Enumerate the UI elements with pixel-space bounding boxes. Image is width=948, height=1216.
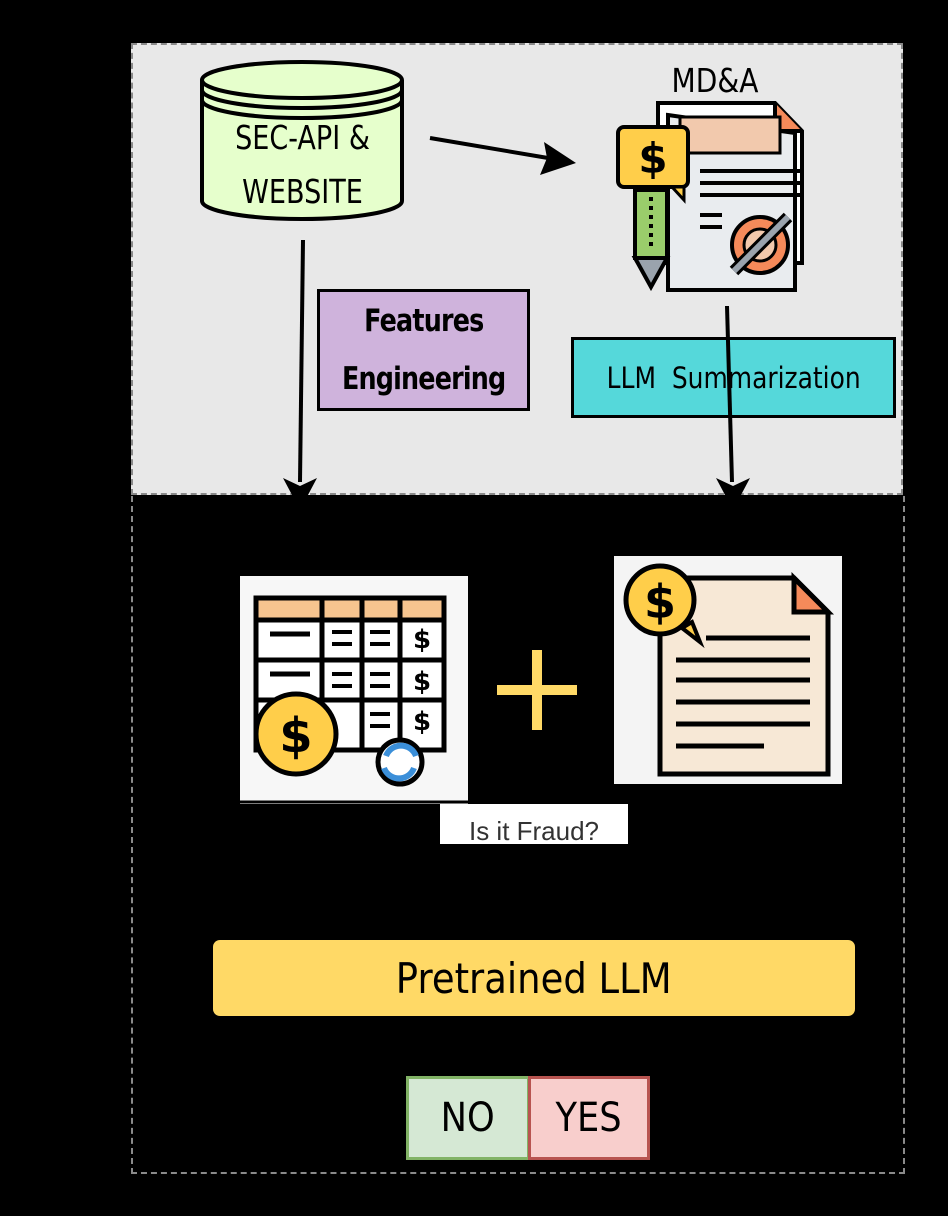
- llm-summarization-box: LLM Summarization: [571, 337, 896, 418]
- pretrained-llm-label: Pretrained LLM: [396, 953, 672, 1003]
- features-engineering-box: Features Engineering: [317, 289, 530, 411]
- fraud-question-label: Is it Fraud?: [440, 804, 628, 846]
- database-label-line1: SEC-API &: [235, 118, 370, 157]
- features-label-line2: Engineering: [341, 361, 506, 397]
- classification-panel: [131, 496, 905, 1174]
- pretrained-llm-box: Pretrained LLM: [213, 940, 855, 1016]
- llm-summarization-label: LLM Summarization: [606, 360, 861, 395]
- financial-document-icon: $: [614, 556, 842, 784]
- svg-text:$: $: [413, 707, 431, 737]
- svg-text:$: $: [413, 625, 431, 655]
- database-label-line2: WEBSITE: [242, 172, 363, 211]
- plus-icon: [497, 650, 577, 730]
- output-no-box: NO: [406, 1076, 530, 1160]
- mda-label: MD&A: [671, 60, 759, 100]
- features-label-line1: Features: [363, 303, 484, 339]
- svg-text:$: $: [638, 134, 667, 183]
- database-icon: [200, 60, 404, 221]
- svg-text:$: $: [644, 575, 676, 629]
- svg-text:$: $: [279, 708, 312, 764]
- svg-text:$: $: [413, 667, 431, 697]
- financial-table-icon: $ $ $ $: [240, 576, 468, 804]
- database-node: SEC-API & WEBSITE: [223, 110, 383, 220]
- output-yes-box: YES: [528, 1076, 650, 1160]
- output-yes-label: YES: [555, 1095, 623, 1141]
- output-no-label: NO: [440, 1095, 496, 1141]
- financial-report-icon: $: [616, 101, 804, 292]
